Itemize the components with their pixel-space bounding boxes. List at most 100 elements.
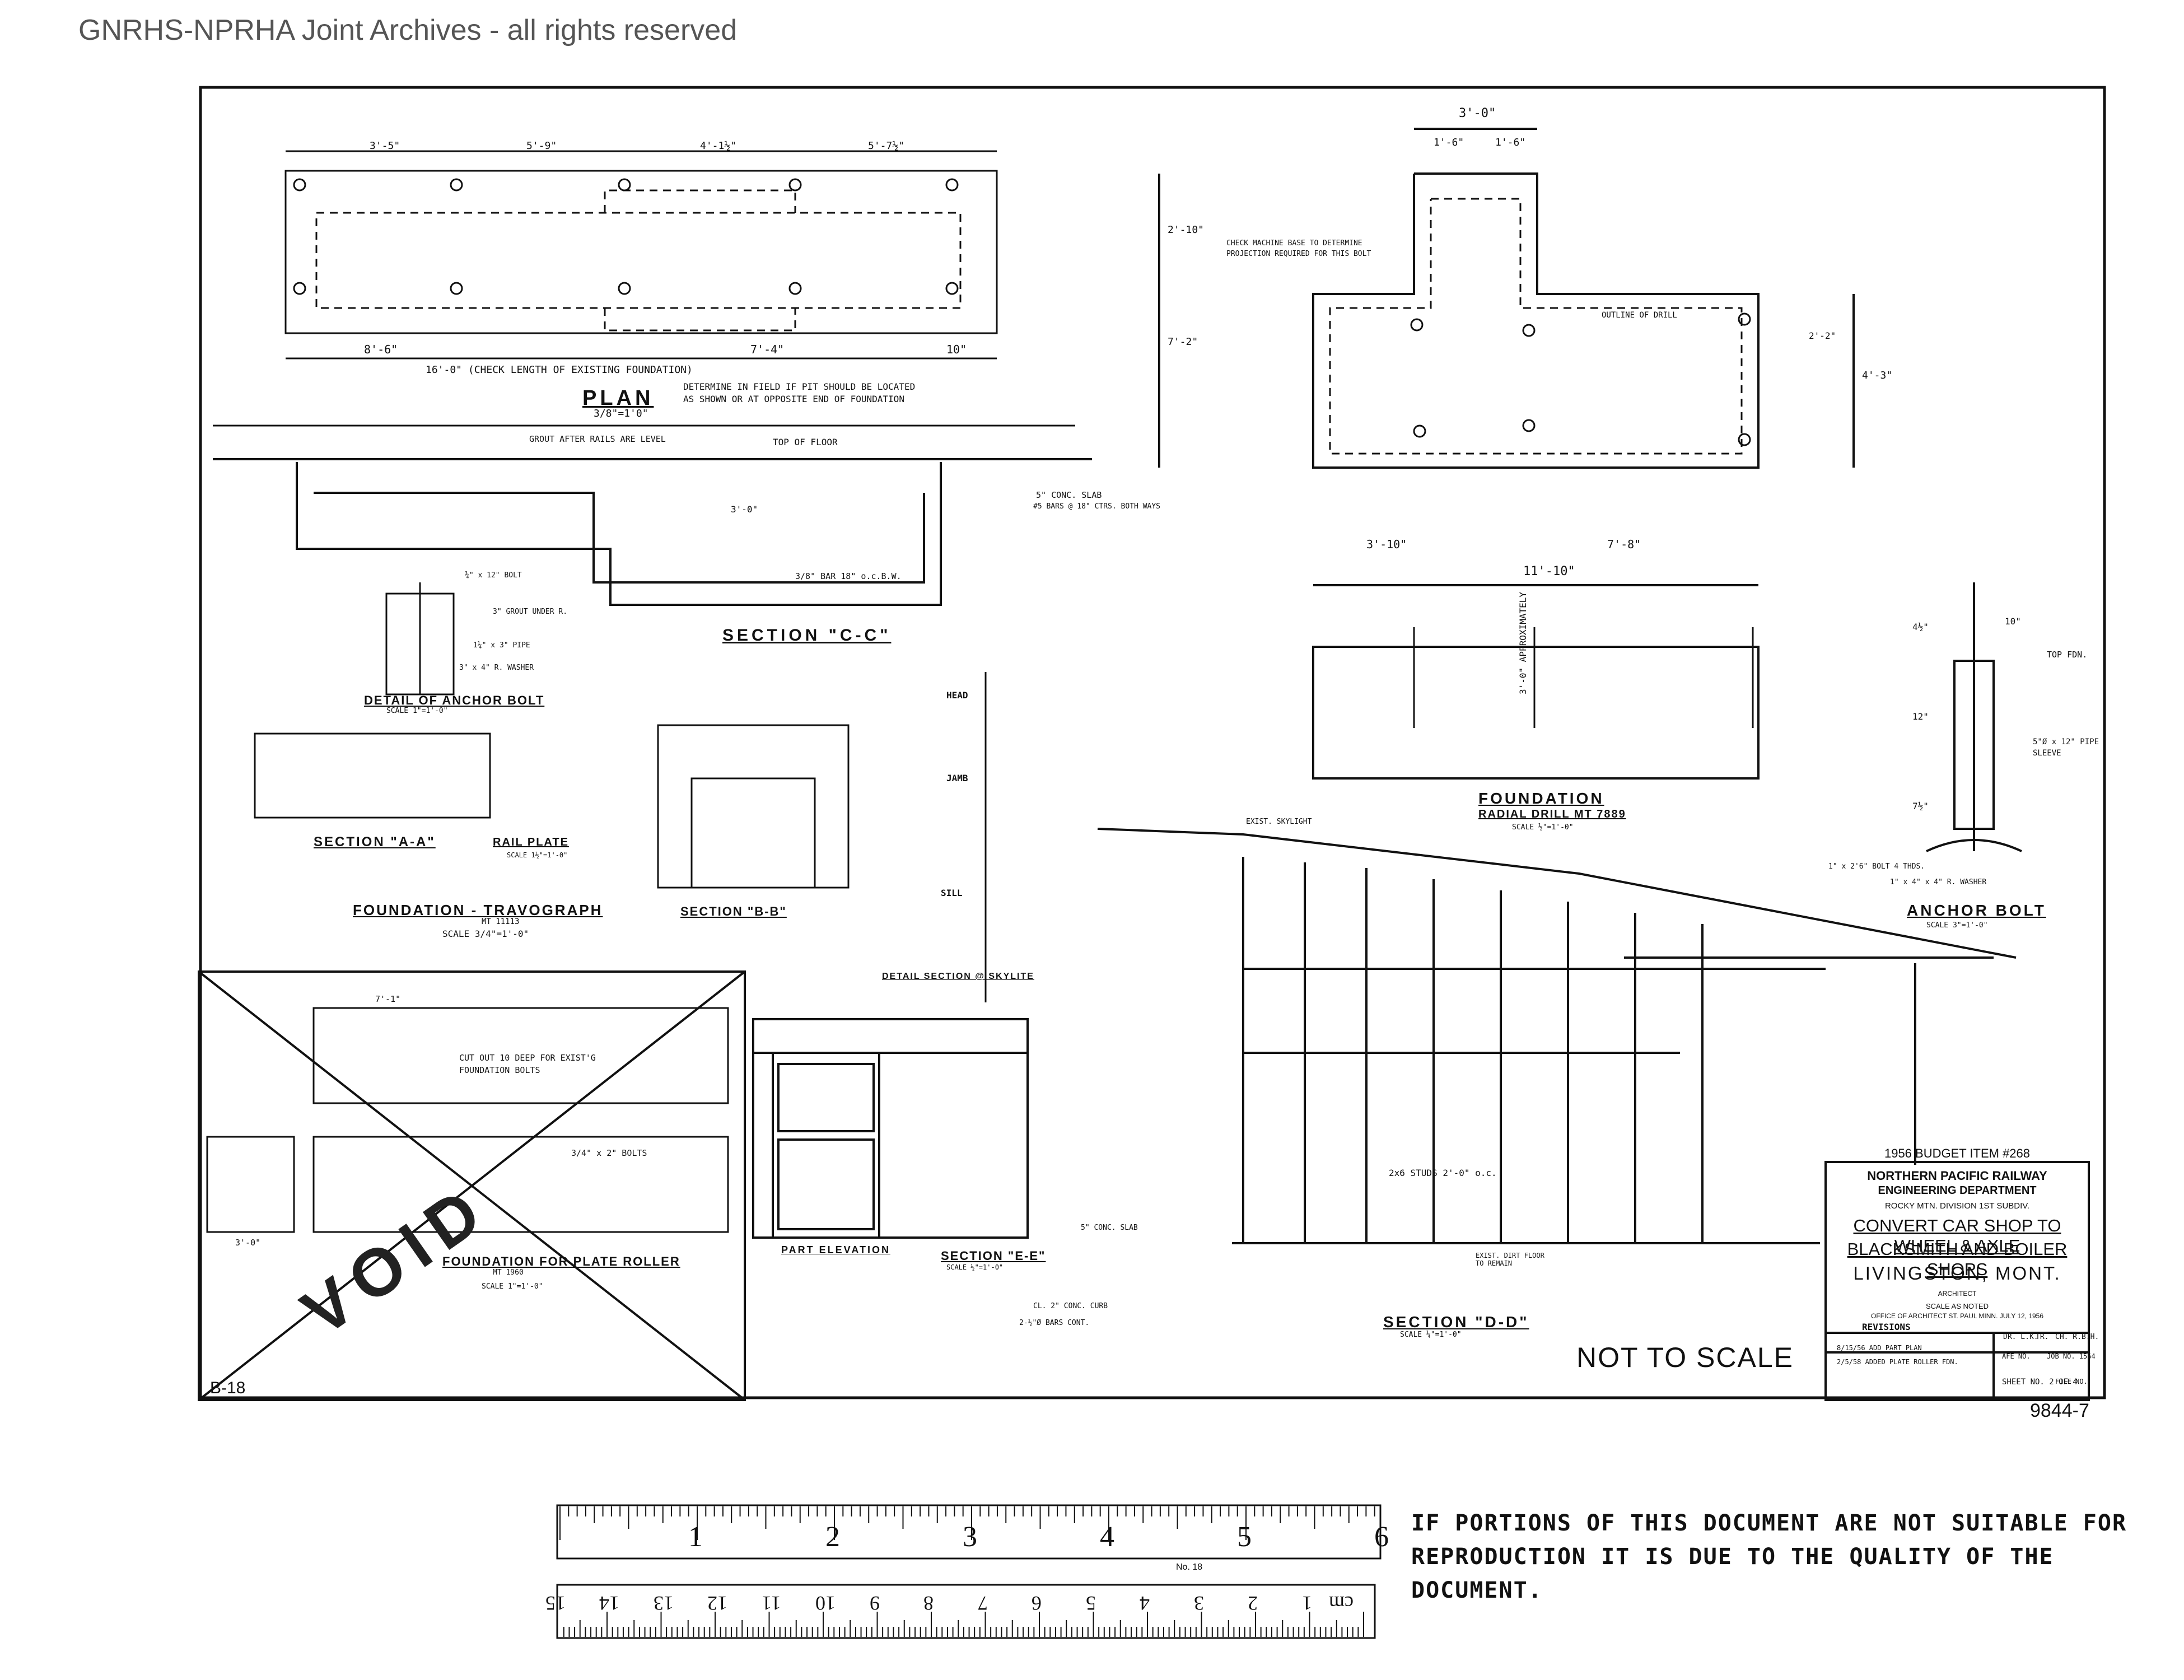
anchor-bolt-outline bbox=[1926, 582, 2022, 852]
radial-dim-8: 7'-8" bbox=[1607, 538, 1641, 551]
revision-1: 8/15/56 ADD PART PLAN bbox=[1837, 1344, 1922, 1352]
plan-scale: 3/8"=1'0" bbox=[594, 408, 648, 419]
section-cc-title: SECTION "C-C" bbox=[722, 626, 892, 645]
anchor-bolt-dim-1: 10" bbox=[2005, 616, 2021, 627]
drawn-by: DR. L.K. bbox=[2003, 1333, 2038, 1341]
ruler-cm-number: 15 bbox=[545, 1592, 566, 1614]
ruler-inch-number: 3 bbox=[963, 1521, 977, 1553]
detail-wall-slab: 5" CONC. SLAB bbox=[1081, 1224, 1138, 1232]
anchor-bolt-note-3: 1" x 2'6" BOLT 4 THDS. bbox=[1828, 862, 1925, 871]
radial-drill-bolt-holes bbox=[1410, 312, 1751, 446]
rail-plate-title: RAIL PLATE bbox=[493, 836, 569, 848]
radial-approx: 3'-0" APPROXIMATELY bbox=[1518, 591, 1528, 694]
reproduction-notice: IF PORTIONS OF THIS DOCUMENT ARE NOT SUI… bbox=[1411, 1510, 2127, 1603]
detail-wall-title: DETAIL SECTION @ SKYLITE bbox=[882, 972, 1034, 981]
radial-dim-4: 2'-10" bbox=[1168, 224, 1205, 236]
section-cc-depth: 3'-0" bbox=[731, 504, 758, 515]
anchor-detail-scale: SCALE 1"=1'-0" bbox=[386, 707, 448, 715]
anchor-bolt-dim-3: 7½" bbox=[1912, 801, 1929, 811]
ruler-cm-number: 11 bbox=[761, 1592, 781, 1614]
division: ROCKY MTN. DIVISION 1ST SUBDIV. bbox=[1884, 1201, 2030, 1211]
radial-foundation-elevation bbox=[1312, 646, 1760, 780]
plan-dim-7: 5'-7½" bbox=[868, 140, 905, 152]
ruler-cm-number: 7 bbox=[977, 1592, 988, 1614]
ruler-cm-number: 6 bbox=[1032, 1592, 1042, 1614]
radial-dim-2: 1'-6" bbox=[1434, 137, 1464, 148]
plate-roller-dim-1: 3'-0" bbox=[235, 1238, 261, 1248]
radial-dim-1: 3'-0" bbox=[1459, 106, 1496, 120]
section-aa-outline bbox=[254, 724, 850, 889]
ruler-inch-number: 6 bbox=[1374, 1521, 1389, 1553]
radial-title: FOUNDATION bbox=[1478, 790, 1604, 807]
radial-dim-3: 1'-6" bbox=[1495, 137, 1526, 148]
anchor-bolt-title: ANCHOR BOLT bbox=[1907, 902, 2046, 919]
ruler bbox=[556, 1504, 1382, 1639]
title-block: 1956 BUDGET ITEM #268 NORTHERN PACIFIC R… bbox=[1828, 1146, 2099, 1403]
anchor-detail-title: DETAIL OF ANCHOR BOLT bbox=[364, 693, 545, 707]
plate-roller-dim-2: 7'-1" bbox=[375, 994, 401, 1004]
radial-dim-10: 2'-2" bbox=[1809, 330, 1836, 341]
radial-sub: RADIAL DRILL MT 7889 bbox=[1478, 808, 1626, 820]
ruler-cm-number: 2 bbox=[1248, 1592, 1258, 1614]
anchor-bolt-note-1: TOP FDN. bbox=[2047, 650, 2088, 660]
travograph-scale: SCALE 3/4"=1'-0" bbox=[442, 928, 529, 939]
sheet-no: SHEET NO. 2 OF 4 bbox=[2002, 1378, 2078, 1387]
traced-by: TR. bbox=[2036, 1333, 2049, 1341]
anchor-detail-note-2: 3" GROUT UNDER R. bbox=[493, 608, 568, 616]
anchor-detail-note-3: 1¼" x 3" PIPE bbox=[473, 641, 530, 650]
travograph-sub: MT 11113 bbox=[482, 917, 520, 926]
ruler-inch-number: 1 bbox=[688, 1521, 703, 1553]
detail-wall-sill: SILL bbox=[941, 888, 963, 898]
ruler-inch-number: 4 bbox=[1100, 1521, 1114, 1553]
section-cc-note-slab: 5" CONC. SLAB bbox=[1036, 490, 1102, 500]
plate-roller-note-2: 3/4" x 2" BOLTS bbox=[571, 1148, 647, 1158]
radial-dim-7: 3'-10" bbox=[1366, 538, 1407, 551]
ruler-cm-number: 4 bbox=[1140, 1592, 1150, 1614]
ruler-cm-number: 9 bbox=[869, 1592, 880, 1614]
ruler-cm-number: 3 bbox=[1193, 1592, 1204, 1614]
detail-wall-skylight: EXIST. SKYLIGHT bbox=[1246, 818, 1312, 826]
ruler-cm-number: 8 bbox=[923, 1592, 934, 1614]
plan-dim-1: 8'-6" bbox=[364, 343, 398, 356]
scale-note: SCALE AS NOTED bbox=[1926, 1302, 1989, 1310]
rail-plate-scale: SCALE 1½"=1'-0" bbox=[507, 851, 568, 859]
ruler-maker: No. 18 bbox=[1176, 1562, 1203, 1572]
anchor-bolt-note-4: 1" x 4" x 4" R. WASHER bbox=[1890, 878, 1987, 886]
travograph-title: FOUNDATION - TRAVOGRAPH bbox=[353, 902, 603, 918]
part-elevation-outline bbox=[752, 1018, 1029, 1239]
section-ee-title: SECTION "E-E" bbox=[941, 1249, 1046, 1263]
section-bb-title: SECTION "B-B" bbox=[680, 904, 787, 918]
plate-roller-title: FOUNDATION FOR PLATE ROLLER bbox=[442, 1254, 680, 1268]
ruler-ticks bbox=[559, 1506, 1375, 1637]
detail-wall-bars: 2-½"Ø BARS CONT. bbox=[1019, 1319, 1090, 1327]
file-no: FILE NO. bbox=[2055, 1378, 2088, 1385]
section-cc-outline bbox=[213, 424, 1092, 606]
checked-by: CH. R.B.H. bbox=[2055, 1333, 2099, 1341]
drawing-number: 9844-7 bbox=[2030, 1400, 2089, 1421]
architect-label: ARCHITECT bbox=[1938, 1290, 1977, 1298]
plan-dim-4: 3'-5" bbox=[370, 140, 400, 152]
plan-overall-dim: 16'-0" (CHECK LENGTH OF EXISTING FOUNDAT… bbox=[426, 364, 693, 376]
ruler-inch-number: 2 bbox=[825, 1521, 840, 1553]
plan-bolt-holes bbox=[293, 178, 959, 295]
revisions-label: REVISIONS bbox=[1862, 1322, 1911, 1332]
section-dd-scale: SCALE ¼"=1'-0" bbox=[1400, 1331, 1462, 1339]
anchor-detail-note-4: 3" x 4" R. WASHER bbox=[459, 664, 534, 672]
anchor-bolt-dim-4: 4½" bbox=[1912, 622, 1929, 632]
plan-title: PLAN bbox=[582, 386, 654, 410]
ruler-cm-number: 14 bbox=[599, 1592, 619, 1614]
section-cc-note-floor: TOP OF FLOOR bbox=[773, 437, 838, 447]
ruler-cm-number: 1 bbox=[1301, 1592, 1312, 1614]
department: ENGINEERING DEPARTMENT bbox=[1878, 1184, 2037, 1197]
ruler-cm-number: 12 bbox=[707, 1592, 727, 1614]
section-cc-note-bar: 3/8" BAR 18" o.c.B.W. bbox=[795, 571, 902, 581]
archive-watermark: GNRHS-NPRHA Joint Archives - all rights … bbox=[78, 14, 738, 46]
plan-dim-5: 5'-9" bbox=[526, 140, 557, 152]
ruler-cm-number: cm bbox=[1328, 1592, 1354, 1614]
radial-note-check: CHECK MACHINE BASE TO DETERMINE PROJECTI… bbox=[1226, 239, 1371, 258]
plan-dim-3: 10" bbox=[946, 343, 967, 356]
title-block-frame bbox=[1824, 1161, 2090, 1401]
detail-wall-studs: 2x6 STUDS 2'-0" o.c. bbox=[1389, 1168, 1497, 1178]
budget-item: 1956 BUDGET ITEM #268 bbox=[1884, 1146, 2031, 1160]
